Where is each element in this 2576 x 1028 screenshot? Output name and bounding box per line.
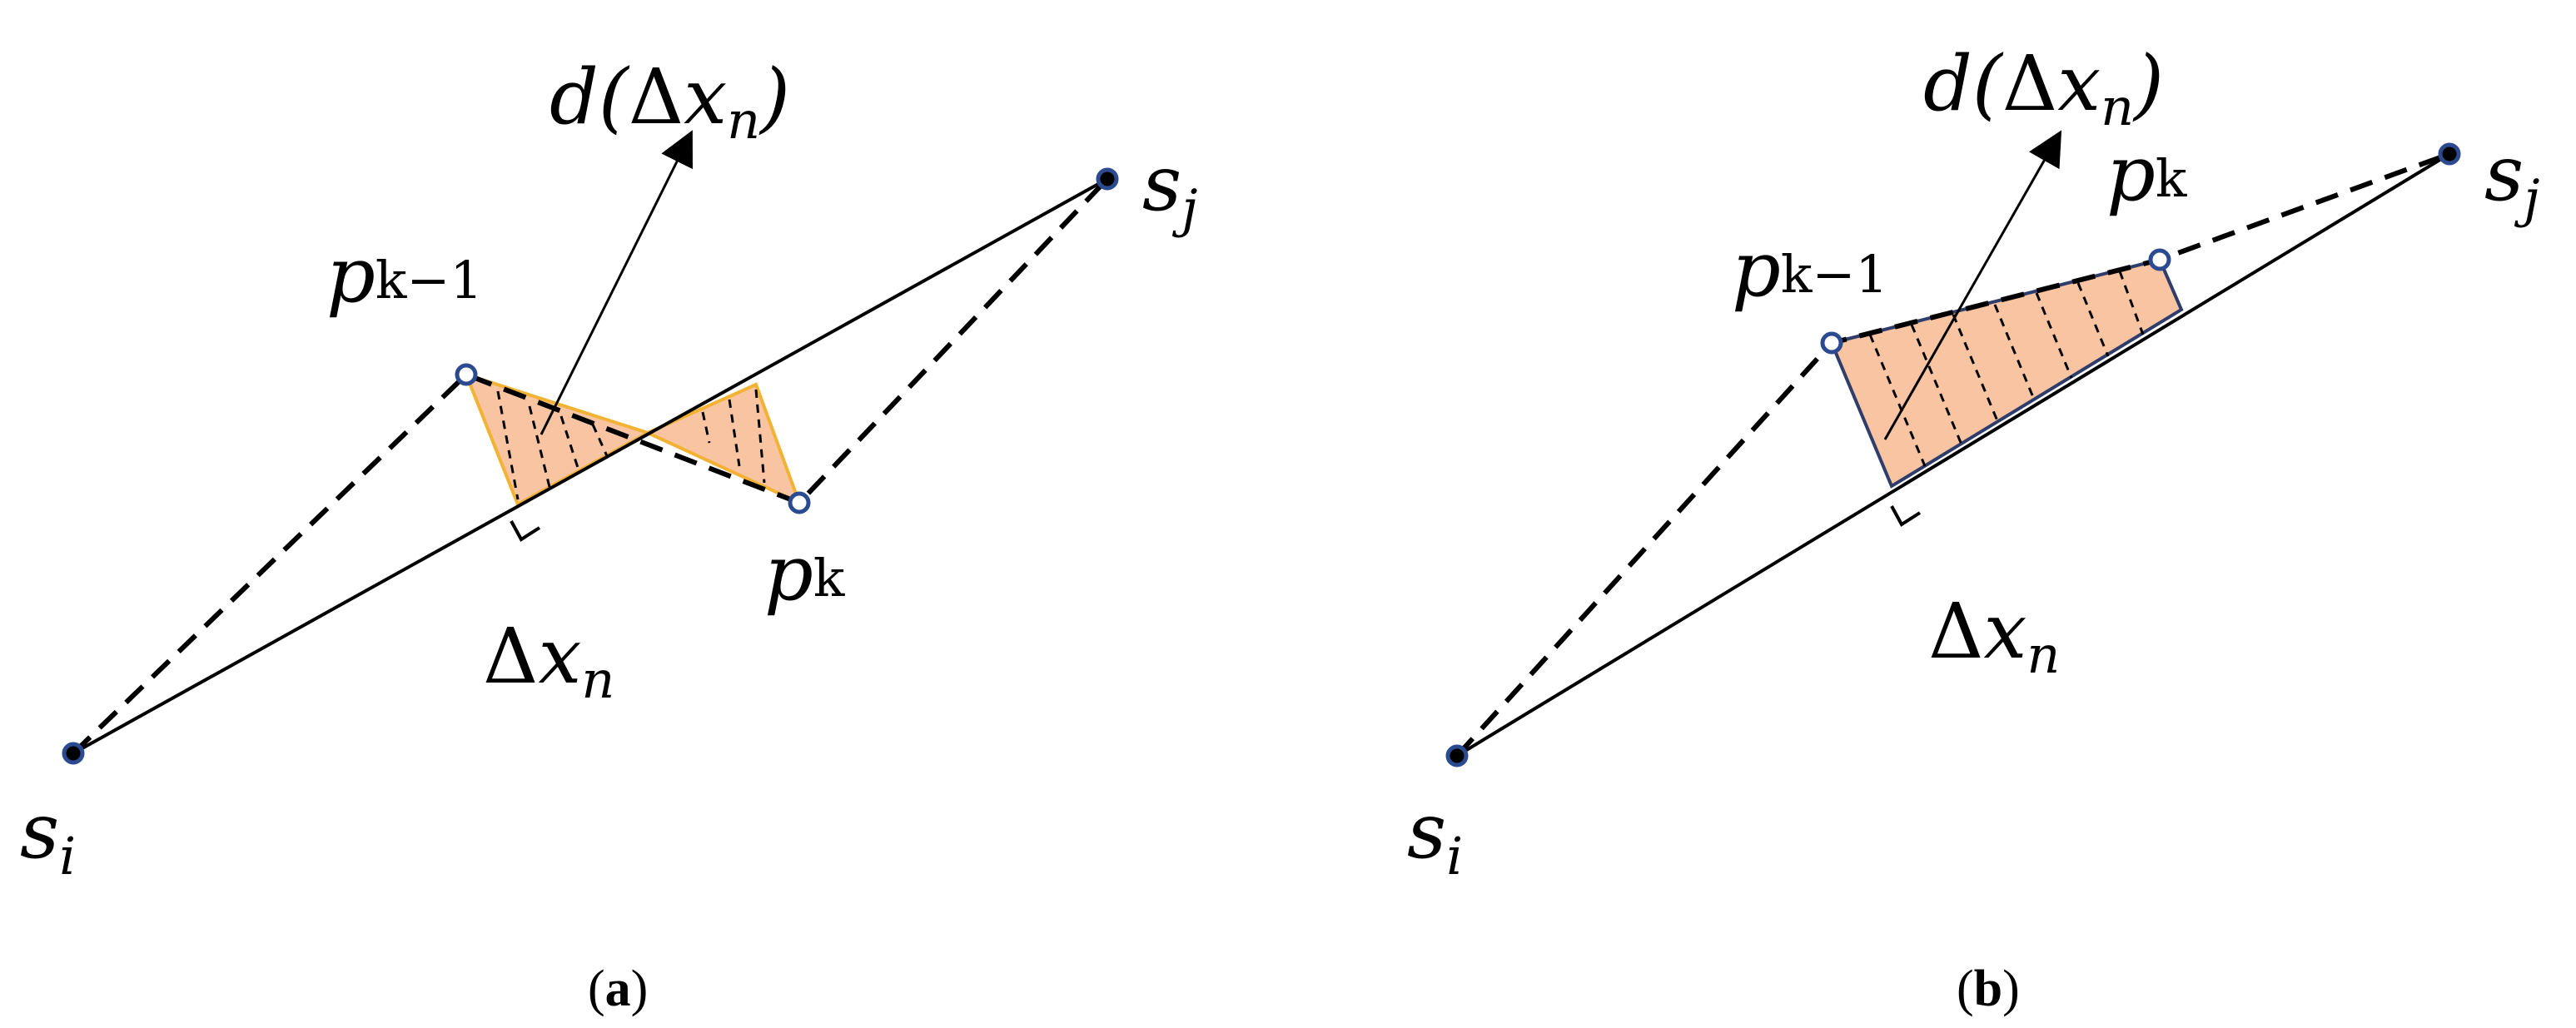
- point-si: [62, 742, 85, 765]
- label-sj: sj: [2484, 129, 2539, 229]
- hatch-lines: [496, 389, 766, 500]
- chord-si-sj: [1455, 152, 2451, 757]
- point-sj: [2438, 142, 2461, 166]
- chord-si-sj: [72, 177, 1108, 755]
- label-pk-1: pk−1: [326, 231, 483, 320]
- label-d-delta-xn: d(Δxn): [550, 52, 790, 151]
- label-d-delta-xn: d(Δxn): [1923, 39, 2164, 137]
- distance-arrow: [540, 130, 693, 435]
- label-pk-1: pk−1: [1732, 225, 1888, 314]
- point-sj: [1096, 167, 1119, 191]
- caption-b: (b): [1957, 961, 2020, 1017]
- point-pk: [788, 491, 811, 514]
- label-sj: sj: [1142, 139, 1197, 239]
- point-si: [1445, 744, 1469, 767]
- caption-a: (a): [588, 961, 648, 1017]
- point-pk-1: [1820, 331, 1843, 355]
- hatch-lines: [1868, 271, 2145, 467]
- label-pk: pk: [2106, 129, 2187, 218]
- point-pk-1: [455, 363, 478, 386]
- label-pk: pk: [764, 529, 845, 618]
- trajectory-dashed: [1455, 151, 2451, 758]
- distance-arrow: [1883, 130, 2062, 440]
- shaded-region-right: [644, 382, 803, 506]
- label-delta-xn: Δxn: [1928, 587, 2060, 685]
- panel-a: d(Δxn) pk−1 pk Δxn si sj (a): [20, 52, 1197, 1017]
- panel-b: d(Δxn) pk−1 pk Δxn si sj (b): [1407, 39, 2539, 1017]
- point-pk: [2148, 248, 2171, 271]
- trajectory-dashed: [71, 176, 1110, 756]
- label-si: si: [20, 787, 76, 886]
- label-delta-xn: Δxn: [483, 612, 614, 710]
- right-angle-marker: [510, 520, 541, 542]
- label-si: si: [1407, 787, 1463, 886]
- right-angle-marker: [1890, 505, 1922, 527]
